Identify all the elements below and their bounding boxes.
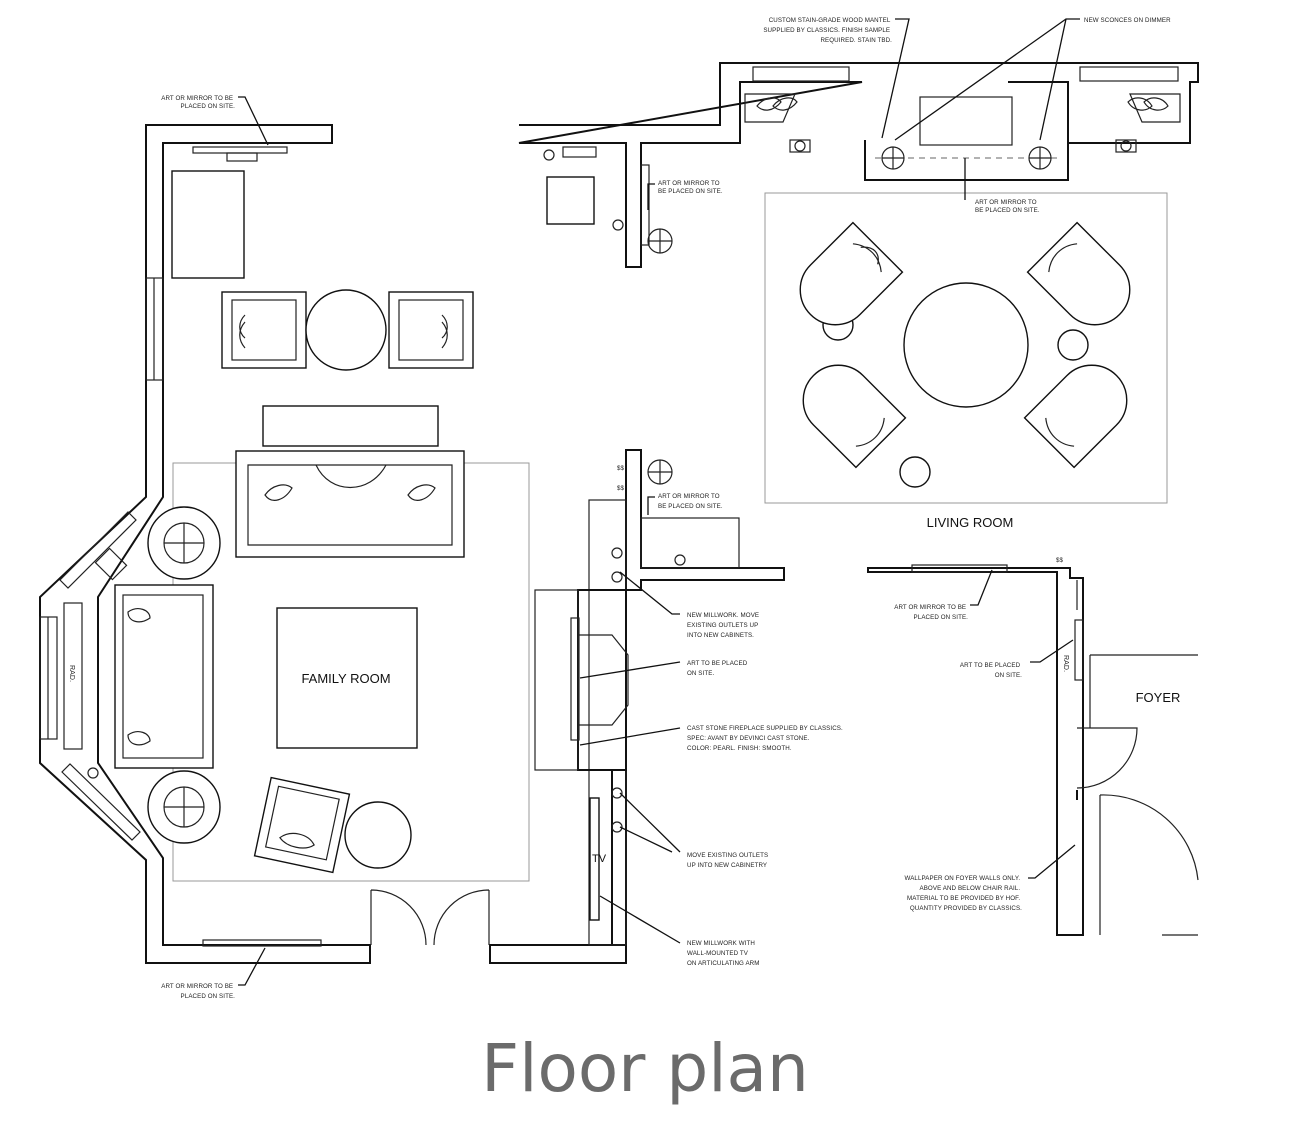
label-living-room: LIVING ROOM (927, 515, 1014, 530)
note-mantel: CUSTOM STAIN-GRADE WOOD MANTEL SUPPLIED … (763, 17, 892, 44)
note-art-top-left: ART OR MIRROR TO BE PLACED ON SITE. (161, 95, 235, 110)
note-millwork-tv: NEW MILLWORK WITH WALL-MOUNTED TV ON ART… (687, 940, 760, 967)
note-cast-stone: CAST STONE FIREPLACE SUPPLIED BY CLASSIC… (687, 725, 845, 752)
label-radiator-foyer: RAD. (1062, 655, 1069, 672)
annotation-notes: ART OR MIRROR TO BE PLACED ON SITE. CUST… (161, 17, 1171, 1000)
floor-plan-drawing: $$ $$ $$ ART OR MIRROR TO BE PLACED ON S… (39, 17, 1199, 1000)
note-art-pier: ART OR MIRROR TO BE PLACED ON SITE. (658, 180, 723, 195)
label-family-room: FAMILY ROOM (301, 671, 390, 686)
leader-lines: $$ $$ $$ (238, 18, 1080, 986)
outlet-mark: $$ (617, 465, 625, 472)
note-art-placed: ART TO BE PLACED ON SITE. (687, 660, 749, 677)
family-room-walls (39, 124, 627, 964)
note-art-bottom-left: ART OR MIRROR TO BE PLACED ON SITE. (161, 983, 235, 1000)
note-art-mid: ART OR MIRROR TO BE PLACED ON SITE. (658, 493, 723, 510)
note-art-fireplace: ART OR MIRROR TO BE PLACED ON SITE. (975, 199, 1040, 214)
note-sconces: NEW SCONCES ON DIMMER (1084, 17, 1171, 24)
note-millwork-move: NEW MILLWORK. MOVE EXISTING OUTLETS UP I… (687, 612, 761, 639)
foyer-walls (867, 564, 1199, 936)
label-foyer: FOYER (1136, 690, 1181, 705)
outlet-mark: $$ (617, 485, 625, 492)
label-tv: TV (592, 853, 607, 865)
living-room-furniture (764, 192, 1168, 504)
caption-title: Floor plan (481, 1030, 809, 1107)
center-wall (518, 62, 1199, 946)
family-room-furniture (114, 170, 530, 882)
note-art-foyer: ART TO BE PLACED ON SITE. (960, 662, 1022, 679)
note-outlets: MOVE EXISTING OUTLETS UP INTO NEW CABINE… (687, 852, 770, 869)
label-radiator: RAD. (68, 665, 75, 682)
outlet-mark: $$ (1056, 557, 1064, 564)
note-wallpaper: WALLPAPER ON FOYER WALLS ONLY. ABOVE AND… (905, 875, 1023, 912)
note-art-foyer-top: ART OR MIRROR TO BE PLACED ON SITE. (894, 604, 968, 621)
